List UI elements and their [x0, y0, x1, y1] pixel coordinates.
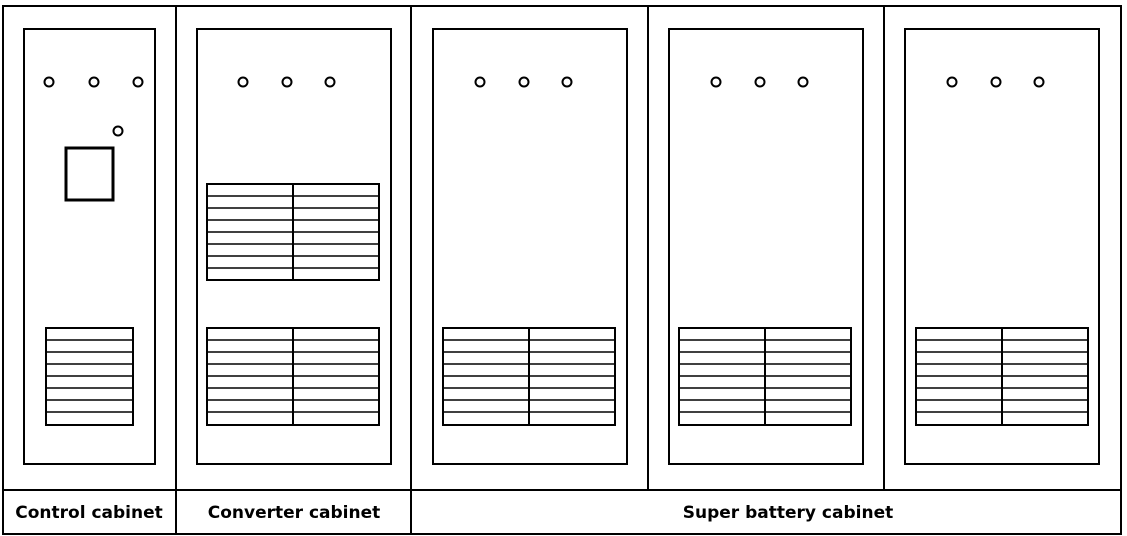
super-battery-cabinet-label: Super battery cabinet	[683, 503, 893, 523]
indicator-light-icon	[946, 76, 958, 88]
converter-cabinet-label: Converter cabinet	[208, 503, 381, 523]
control-vent-grille	[45, 327, 134, 426]
indicator-light-icon	[990, 76, 1002, 88]
battery-cabinet-door	[432, 28, 628, 465]
battery-indicator-lights	[474, 76, 1045, 88]
indicator-light-icon	[324, 76, 336, 88]
indicator-light-icon	[237, 76, 249, 88]
converter-lower-vent-grille	[206, 327, 380, 426]
indicator-light-icon	[1033, 76, 1045, 88]
battery-cabinet-door	[668, 28, 864, 465]
indicator-light-icon	[710, 76, 722, 88]
battery-vent-grille	[678, 327, 852, 426]
indicator-light-icon	[561, 76, 573, 88]
indicator-light-icon	[474, 76, 486, 88]
display-screen	[64, 146, 115, 202]
indicator-light-icon	[132, 76, 144, 88]
control-indicator-lights	[43, 76, 144, 137]
indicator-light-icon	[88, 76, 100, 88]
control-cabinet-door	[23, 28, 156, 465]
converter-cabinet-door	[196, 28, 392, 465]
battery-vent-grille	[442, 327, 616, 426]
indicator-light-icon	[518, 76, 530, 88]
indicator-light-icon	[112, 125, 124, 137]
converter-indicator-lights	[237, 76, 336, 88]
indicator-light-icon	[754, 76, 766, 88]
indicator-light-icon	[281, 76, 293, 88]
battery-cabinet-door	[904, 28, 1100, 465]
indicator-light-icon	[43, 76, 55, 88]
indicator-light-icon	[797, 76, 809, 88]
battery-vent-grille	[915, 327, 1089, 426]
outer-frame	[2, 5, 1122, 535]
converter-upper-vent-grille	[206, 183, 380, 281]
control-cabinet-label: Control cabinet	[15, 503, 163, 523]
